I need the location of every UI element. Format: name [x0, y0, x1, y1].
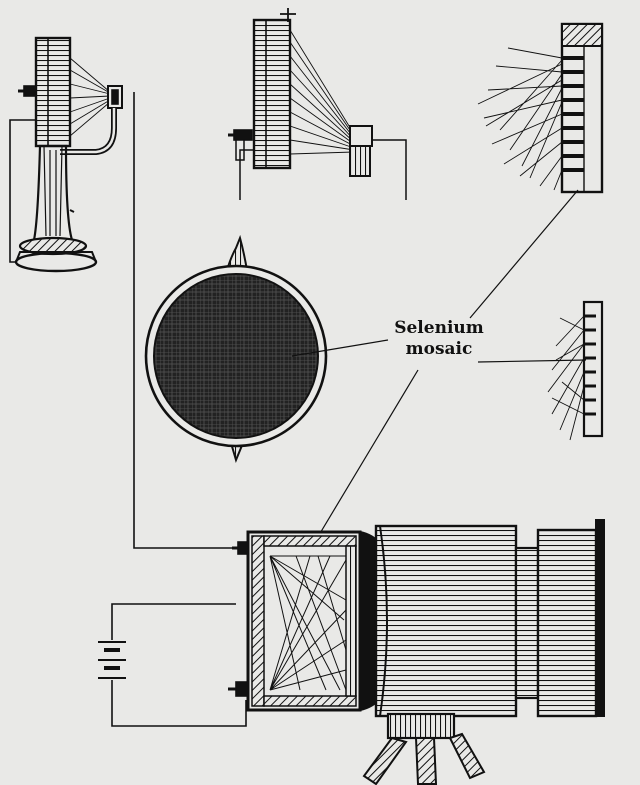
selenium-mosaic-label: Selenium mosaic — [384, 318, 494, 360]
mosaic-detail-top — [477, 22, 604, 194]
grid-receiver — [228, 8, 407, 200]
battery-icon — [98, 641, 126, 679]
selenium-mosaic-disc — [144, 234, 328, 464]
terminal-top-icon — [232, 541, 249, 555]
callout-leaders — [291, 189, 587, 541]
battery-circuit — [98, 603, 247, 727]
stand-apparatus — [9, 36, 240, 549]
camera-tube — [228, 519, 605, 718]
label-line-2: mosaic — [405, 339, 473, 359]
tripod — [362, 712, 486, 785]
stand-knob-icon — [18, 85, 37, 97]
mosaic-detail-small — [547, 300, 604, 441]
terminal-bottom-icon — [228, 681, 249, 697]
label-line-1: Selenium — [394, 318, 484, 338]
